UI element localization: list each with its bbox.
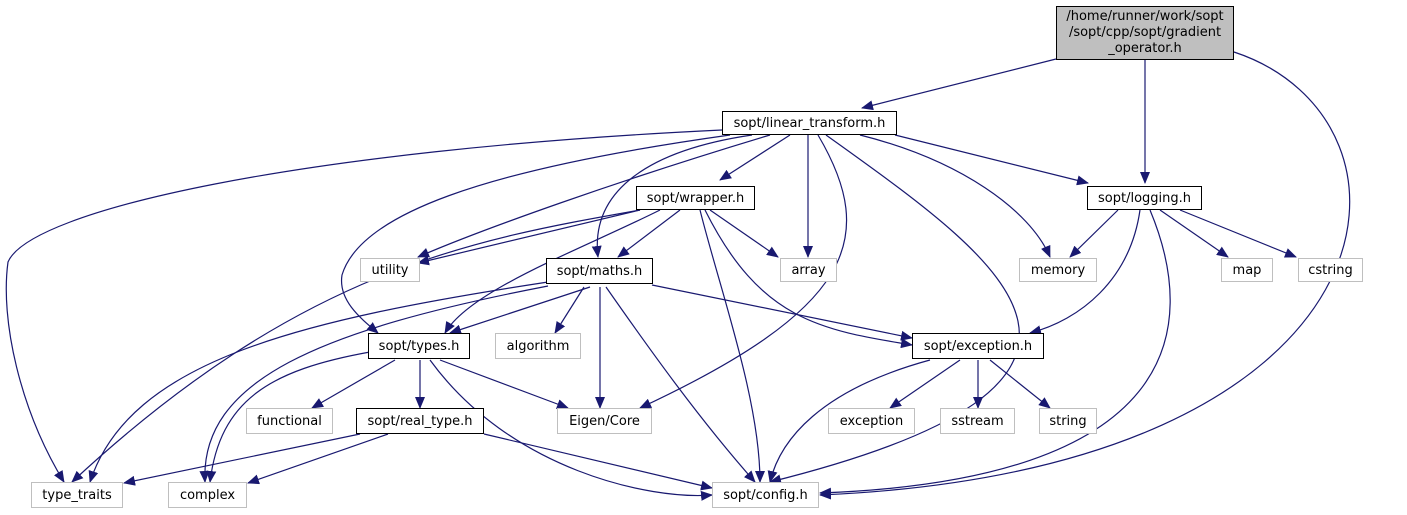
edge-types-to-config	[429, 359, 713, 501]
edge-wrapper-to-exception-h	[704, 209, 913, 349]
edge-wrapper-to-maths	[617, 209, 681, 258]
edge-real-type-to-config	[483, 433, 713, 491]
root-node-line-1: /home/runner/work/sopt	[1066, 9, 1224, 24]
edge-linear-transform-to-types	[340, 134, 731, 334]
edge-linear-transform-to-maths	[591, 134, 753, 258]
edge-wrapper-to-types	[444, 209, 661, 334]
node-linear-transform[interactable]: sopt/linear_transform.h	[722, 111, 897, 135]
edge-root-to-config	[819, 51, 1351, 500]
node-functional: functional	[246, 408, 333, 434]
node-eigen-core: Eigen/Core	[557, 408, 652, 434]
edge-logging-to-map	[1159, 209, 1229, 258]
node-types[interactable]: sopt/types.h	[368, 333, 470, 359]
node-map: map	[1221, 258, 1273, 282]
node-maths[interactable]: sopt/maths.h	[546, 258, 653, 284]
edge-wrapper-to-config	[699, 209, 765, 483]
edge-logging-to-exception-h	[1029, 209, 1141, 336]
edge-linear-transform-to-utility	[417, 134, 771, 258]
node-utility: utility	[360, 258, 420, 282]
node-config: sopt/config.h	[712, 482, 819, 508]
edge-linear-transform-to-config	[769, 134, 1020, 485]
edge-linear-transform-to-logging	[894, 134, 1089, 186]
root-node-line-3: _operator.h	[1108, 41, 1182, 56]
edge-root-to-linear-transform	[861, 58, 1057, 111]
edge-linear-transform-to-wrapper	[719, 134, 791, 181]
edge-logging-to-cstring	[1179, 209, 1297, 258]
edge-maths-to-types	[449, 286, 591, 335]
edge-types-to-eigen-core	[439, 359, 569, 409]
node-type-traits: type_traits	[31, 482, 123, 508]
root-node-line-2: /sopt/cpp/sopt/gradient	[1068, 25, 1222, 40]
edge-maths-to-exception-h	[651, 284, 913, 341]
edge-real-type-to-complex	[247, 433, 389, 485]
node-cstring: cstring	[1298, 258, 1363, 282]
edge-types-to-functional	[311, 359, 396, 409]
edge-logging-to-config	[819, 209, 1171, 498]
node-sstream: sstream	[940, 408, 1015, 434]
root-node-gradient-operator[interactable]: /home/runner/work/sopt /sopt/cpp/sopt/gr…	[1056, 6, 1234, 60]
node-exception-h[interactable]: sopt/exception.h	[912, 333, 1044, 359]
edge-exception-h-to-config	[767, 359, 931, 483]
edge-linear-transform-to-type-traits	[5, 129, 723, 483]
edge-real-type-to-type-traits	[123, 433, 361, 486]
edge-maths-to-complex	[199, 285, 549, 483]
node-real-type[interactable]: sopt/real_type.h	[356, 408, 484, 434]
edge-maths-to-algorithm	[554, 286, 585, 334]
node-string: string	[1039, 408, 1097, 434]
edge-exception-h-to-exception	[889, 359, 961, 409]
node-algorithm: algorithm	[495, 333, 581, 359]
edge-linear-transform-to-memory	[859, 134, 1051, 258]
node-complex: complex	[168, 482, 247, 508]
edge-maths-to-type-traits	[88, 281, 549, 483]
edge-types-to-complex	[206, 351, 371, 483]
node-wrapper[interactable]: sopt/wrapper.h	[636, 186, 755, 210]
edge-wrapper-to-array	[709, 209, 779, 258]
node-exception: exception	[828, 408, 915, 434]
edge-logging-to-memory	[1069, 209, 1119, 258]
edge-exception-h-to-string	[989, 359, 1051, 409]
node-logging[interactable]: sopt/logging.h	[1087, 186, 1202, 210]
edge-maths-to-config	[605, 286, 756, 483]
node-array: array	[780, 258, 837, 282]
node-memory: memory	[1019, 258, 1097, 282]
edge-wrapper-to-utility	[417, 209, 641, 266]
